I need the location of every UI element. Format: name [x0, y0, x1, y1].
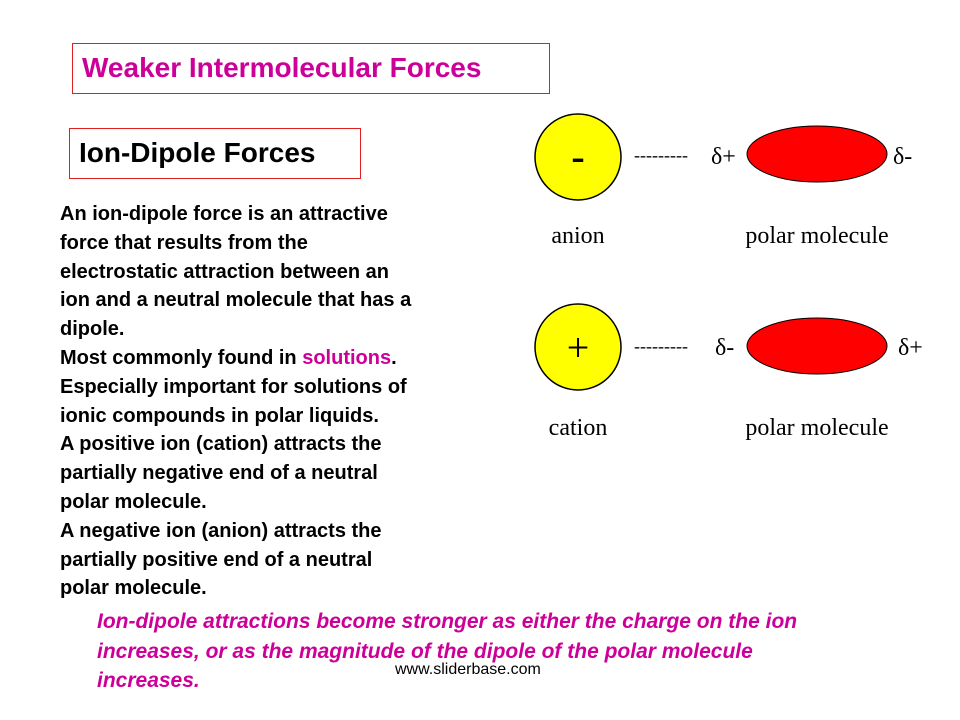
highlight-solutions: solutions — [302, 346, 392, 369]
footer-url: www.sliderbase.com — [395, 661, 541, 678]
polar-molecule — [746, 317, 888, 375]
polar-molecule — [746, 125, 888, 183]
body-text-span: Most commonly found in — [60, 346, 303, 369]
anion-sign: - — [571, 134, 584, 179]
body-line: electrostatic attraction between an — [60, 260, 389, 283]
body-line: ionic compounds in polar liquids. — [60, 404, 379, 427]
near-charge-label: δ+ — [711, 144, 736, 170]
cation-label: cation — [549, 415, 608, 441]
anion-circle — [534, 113, 622, 201]
body-line: polar molecule. — [60, 490, 207, 513]
cation-sign: + — [567, 325, 590, 370]
anion-row: - --------- δ+ δ- anion polar molecule — [534, 113, 912, 249]
cation-circle — [534, 303, 622, 391]
body-line: partially positive end of a neutral — [60, 548, 373, 571]
cation-row: + --------- δ- δ+ cation polar molecule — [534, 303, 923, 441]
far-charge-label: δ- — [893, 144, 912, 170]
body-line: Especially important for solutions of — [60, 375, 407, 398]
body-text: An ion-dipole force is an attractive for… — [60, 200, 411, 603]
note-line: increases, or as the magnitude of the di… — [97, 639, 753, 663]
section-heading: Ion-Dipole Forces — [69, 128, 361, 179]
anion-label: anion — [551, 223, 604, 249]
polar-molecule-label: polar molecule — [745, 223, 888, 249]
slide-title: Weaker Intermolecular Forces — [72, 43, 550, 94]
near-charge-label: δ- — [715, 335, 734, 361]
body-line: An ion-dipole force is an attractive — [60, 203, 388, 225]
body-line: A negative ion (anion) attracts the — [60, 519, 382, 542]
body-line: Most commonly found in solutions. — [60, 344, 411, 373]
attraction-dashes: --------- — [634, 145, 688, 165]
body-line: A positive ion (cation) attracts the — [60, 433, 382, 456]
note-line: Ion-dipole attractions become stronger a… — [97, 610, 798, 633]
body-text-span: . — [391, 346, 397, 369]
body-line: ion and a neutral molecule that has a — [60, 289, 412, 312]
body-line: force that results from the — [60, 231, 308, 254]
body-line: partially negative end of a neutral — [60, 462, 378, 485]
body-line: polar molecule. — [60, 577, 207, 600]
note-line: increases. — [97, 669, 200, 692]
polar-molecule-label: polar molecule — [745, 415, 888, 441]
body-line: dipole. — [60, 318, 125, 341]
emphasis-note: Ion-dipole attractions become stronger a… — [97, 607, 797, 696]
far-charge-label: δ+ — [898, 335, 923, 361]
attraction-dashes: --------- — [634, 336, 688, 356]
